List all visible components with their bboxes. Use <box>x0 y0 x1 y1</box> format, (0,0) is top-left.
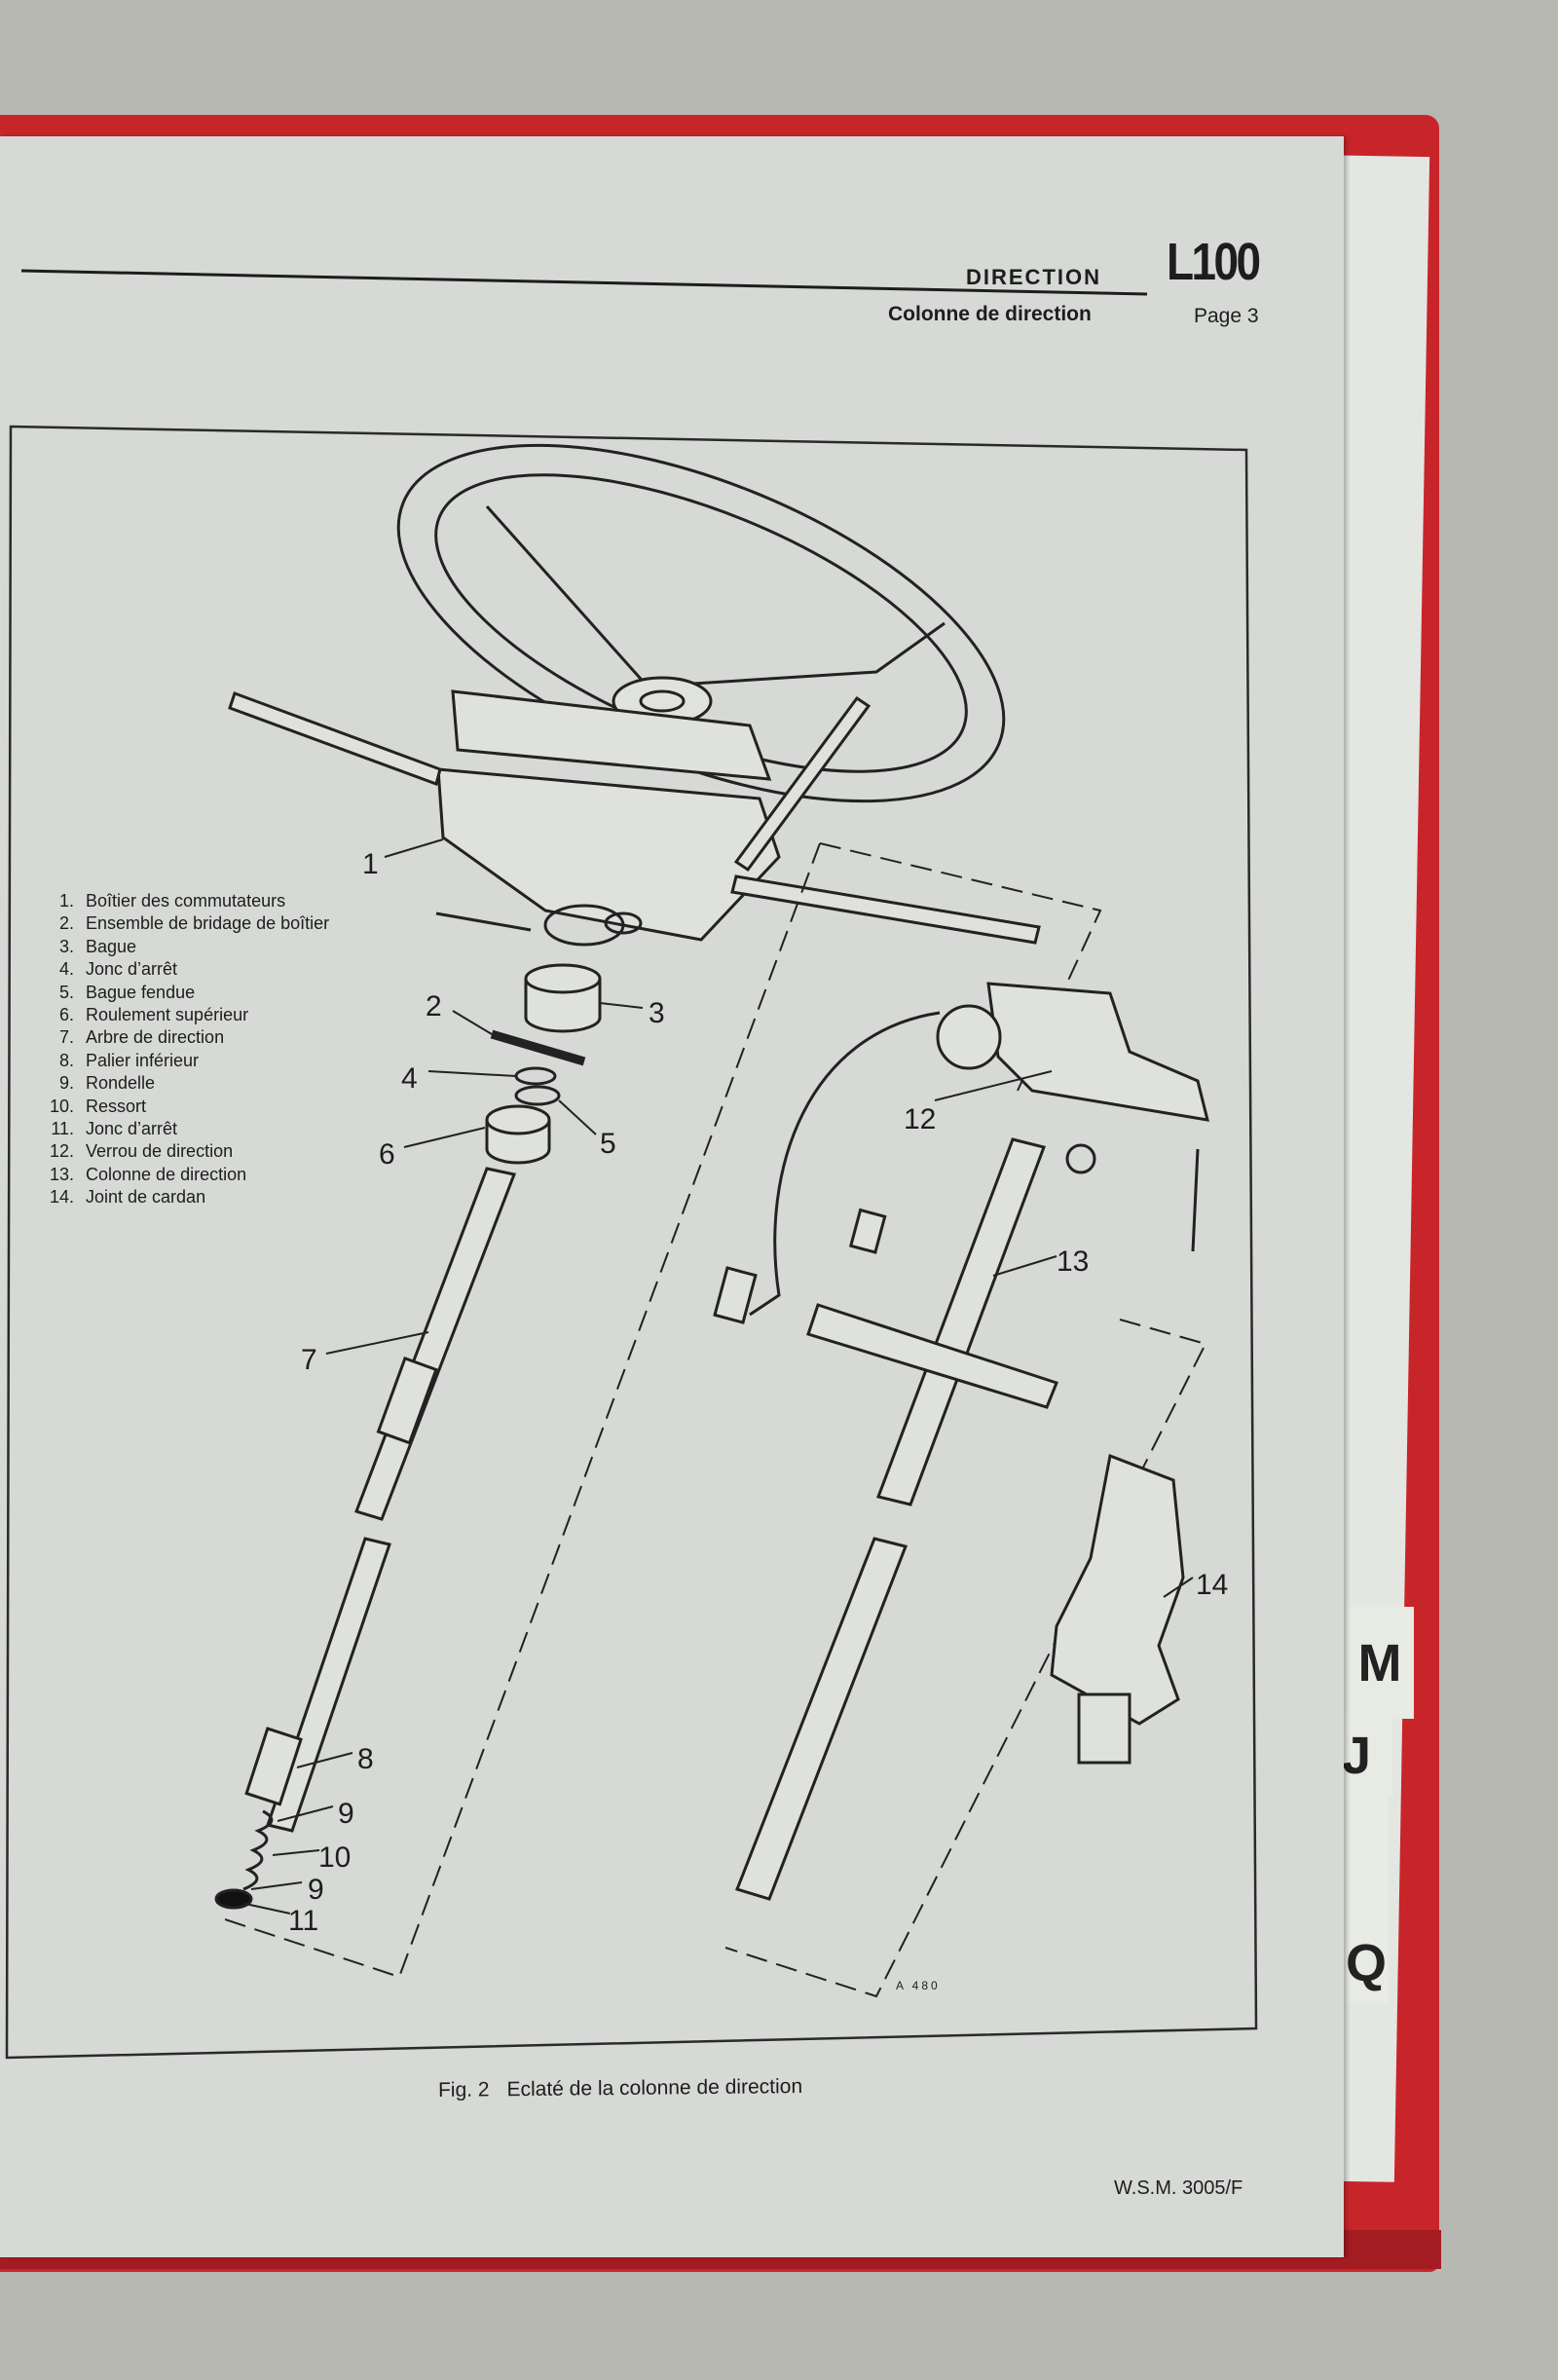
figure-title: Eclaté de la colonne de direction <box>506 2075 803 2101</box>
callout: 7 <box>301 1344 317 1376</box>
figure-number: Fig. 2 <box>437 2078 490 2101</box>
legend-item: 12. Verrou de direction <box>37 1140 329 1163</box>
callout: 8 <box>357 1743 374 1775</box>
callout: 3 <box>649 997 665 1029</box>
legend-item: 2. Ensemble de bridage de boîtier <box>37 912 329 935</box>
legend-number: 12. <box>49 1141 74 1162</box>
steering-shaft <box>214 1167 517 1910</box>
parts-legend: 1. Boîtier des commutateurs 2. Ensemble de … <box>37 890 329 1209</box>
callout: 6 <box>379 1138 395 1171</box>
switch-housing <box>436 689 781 947</box>
legend-number: 1. <box>58 891 74 911</box>
legend-label: Palier inférieur <box>86 1050 200 1070</box>
legend-item: 8. Palier inférieur <box>37 1050 329 1072</box>
legend-label: Colonne de direction <box>86 1164 247 1184</box>
legend-number: 4. <box>58 959 74 980</box>
figure-caption: Fig. 2 Eclaté de la colonne de direction <box>438 2075 802 2102</box>
left-stalk <box>228 691 442 786</box>
steering-column <box>735 1137 1058 1901</box>
callout: 10 <box>318 1841 351 1874</box>
legend-number: 14. <box>49 1187 74 1208</box>
clamp-screw <box>490 1029 586 1066</box>
header-rule <box>20 269 1148 296</box>
legend-label: Jonc d’arrêt <box>86 959 178 980</box>
upper-lever <box>733 695 872 873</box>
circlip <box>514 1066 557 1086</box>
right-stalk <box>730 874 1041 945</box>
callout: 1 <box>362 848 379 880</box>
legend-number: 2. <box>58 913 74 934</box>
legend-number: 3. <box>58 936 74 956</box>
universal-joint <box>1050 1453 1185 1765</box>
legend-item: 7. Arbre de direction <box>37 1026 329 1049</box>
legend-item: 9. Rondelle <box>37 1072 329 1095</box>
index-tab-m[interactable]: M <box>1346 1607 1414 1719</box>
steering-lock <box>713 982 1210 1324</box>
legend-number: 7. <box>58 1027 74 1048</box>
legend-number: 8. <box>58 1050 74 1070</box>
callout: 5 <box>600 1128 616 1160</box>
legend-label: Bague <box>86 936 137 956</box>
legend-number: 13. <box>49 1164 74 1184</box>
callout: 12 <box>904 1103 936 1135</box>
callout: 9 <box>338 1798 354 1830</box>
legend-number: 9. <box>58 1073 74 1094</box>
callout: 9 <box>308 1874 324 1906</box>
legend-label: Bague fendue <box>86 982 196 1002</box>
clamp-bolt <box>435 911 532 932</box>
legend-label: Roulement supérieur <box>86 1005 249 1025</box>
legend-item: 4. Jonc d’arrêt <box>37 958 329 981</box>
legend-label: Ressort <box>86 1096 147 1116</box>
legend-item: 10. Ressort <box>37 1096 329 1118</box>
subsection-title: Colonne de direction <box>888 303 1092 325</box>
callout-numbers: 1 2 3 4 5 6 7 8 9 10 9 11 12 13 14 <box>288 848 1228 1937</box>
legend-number: 11. <box>51 1119 74 1139</box>
legend-label: Ensemble de bridage de boîtier <box>86 913 330 934</box>
document-reference: W.S.M. 3005/F <box>1114 2177 1243 2199</box>
legend-item: 5. Bague fendue <box>37 982 329 1004</box>
legend-label: Verrou de direction <box>86 1141 234 1162</box>
legend-number: 6. <box>58 1005 74 1025</box>
legend-label: Joint de cardan <box>86 1187 206 1208</box>
figure-frame <box>5 425 1258 2060</box>
index-tab-q[interactable]: Q <box>1346 1797 1389 2003</box>
legend-item: 6. Roulement supérieur <box>37 1004 329 1026</box>
legend-label: Boîtier des commutateurs <box>86 891 286 911</box>
legend-item: 3. Bague <box>37 936 329 958</box>
legend-label: Rondelle <box>86 1073 156 1094</box>
legend-item: 14. Joint de cardan <box>37 1186 329 1209</box>
diagram-lineart <box>214 443 1210 1998</box>
legend-label: Arbre de direction <box>86 1027 225 1048</box>
callout: 2 <box>426 990 442 1023</box>
callout: 14 <box>1196 1569 1228 1601</box>
tab-letter: Q <box>1346 1934 1388 1992</box>
tab-letter: M <box>1357 1633 1402 1692</box>
index-tab-j[interactable]: J <box>1342 1714 1392 1797</box>
tab-letter: J <box>1342 1726 1372 1785</box>
legend-item: 13. Colonne de direction <box>37 1164 329 1186</box>
model-title: L100 <box>1167 233 1261 291</box>
legend-number: 5. <box>58 982 74 1002</box>
callout: 11 <box>288 1905 318 1937</box>
leader-lines <box>244 838 1194 1915</box>
page-number: Page 3 <box>1194 305 1259 327</box>
callout: 13 <box>1057 1246 1089 1278</box>
callout: 4 <box>401 1062 418 1095</box>
section-title: DIRECTION <box>966 265 1101 289</box>
legend-item: 11. Jonc d’arrêt <box>37 1118 329 1140</box>
legend-item: 1. Boîtier des commutateurs <box>37 890 329 912</box>
legend-number: 10. <box>49 1096 74 1116</box>
diagram-reference: A 480 <box>896 1979 941 1992</box>
split-ring <box>514 1085 561 1106</box>
legend-label: Jonc d’arrêt <box>86 1119 178 1139</box>
